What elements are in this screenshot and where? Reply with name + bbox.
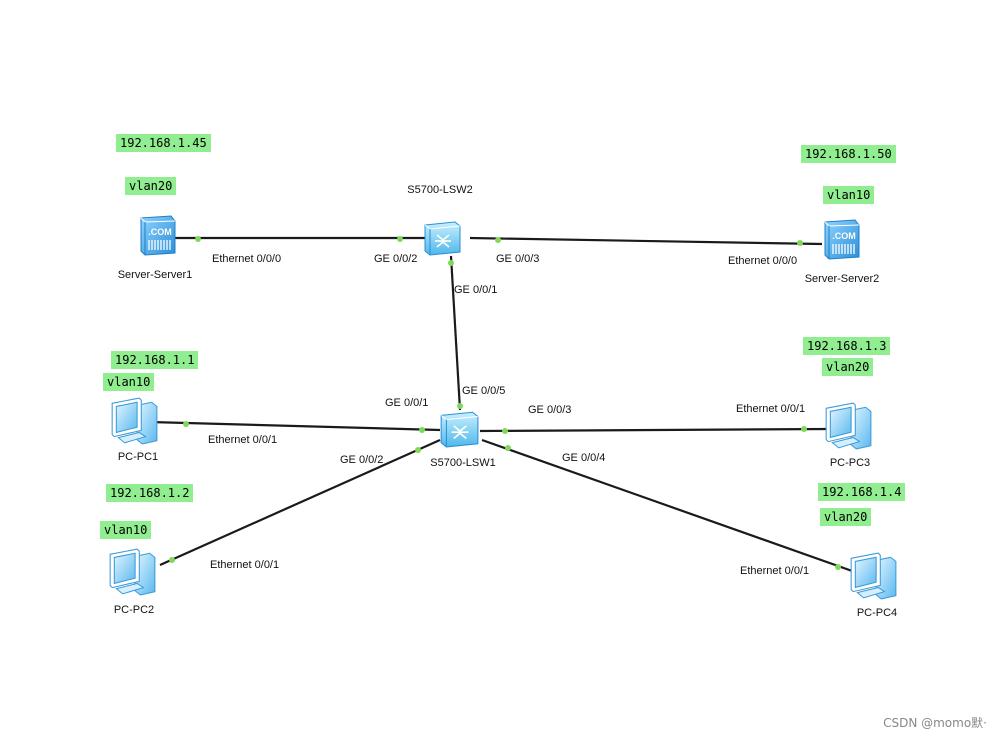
port-dot [495, 237, 501, 243]
port-dot [457, 403, 463, 409]
port-dot [183, 421, 189, 427]
port-dot [801, 426, 807, 432]
link-lsw1-pc3[interactable] [479, 427, 831, 433]
device-lsw1[interactable]: S5700-LSW1 [430, 411, 496, 469]
port-label: GE 0/0/1 [454, 284, 497, 296]
ip-tag-pc2: 192.168.1.2 [106, 484, 194, 502]
links [149, 236, 856, 574]
ip-tag-server2: 192.168.1.50 [801, 145, 896, 163]
watermark: CSDN @momo默· [883, 716, 987, 730]
port-label: Ethernet 0/0/0 [212, 253, 281, 265]
port-label: GE 0/0/2 [374, 253, 417, 265]
vlan-tag-pc2: vlan10 [100, 521, 152, 539]
device-pc4[interactable]: PC-PC4 [850, 552, 897, 619]
device-server2[interactable]: Server-Server2 [805, 219, 880, 285]
device-pc1[interactable]: PC-PC1 [111, 397, 158, 463]
port-dot [505, 445, 511, 451]
device-label: S5700-LSW1 [430, 457, 495, 469]
port-label: GE 0/0/5 [462, 385, 505, 397]
device-label: PC-PC3 [830, 457, 870, 469]
pc-icon [825, 402, 872, 450]
port-labels: Ethernet 0/0/0 GE 0/0/2 GE 0/0/3 Etherne… [208, 253, 809, 577]
ip-tag-pc1: 192.168.1.1 [111, 351, 199, 369]
ip-tag-pc3: 192.168.1.3 [803, 337, 891, 355]
port-dot [397, 236, 403, 242]
port-label: Ethernet 0/0/1 [736, 403, 805, 415]
pc-icon [850, 552, 897, 600]
port-label: Ethernet 0/0/1 [210, 559, 279, 571]
port-label: Ethernet 0/0/1 [740, 565, 809, 577]
server-icon [140, 215, 176, 256]
pc-icon [111, 397, 158, 445]
port-dots [169, 236, 841, 570]
device-label: PC-PC4 [857, 607, 897, 619]
port-dot [195, 236, 201, 242]
vlan-tag-pc4: vlan20 [820, 508, 872, 526]
device-label: PC-PC2 [114, 604, 154, 616]
link-pc1-lsw1[interactable] [149, 420, 441, 432]
port-label: Ethernet 0/0/0 [728, 255, 797, 267]
link-lsw2-lsw1[interactable] [449, 255, 462, 411]
device-server1[interactable]: Server-Server1 [118, 215, 193, 281]
switch-icon [440, 411, 479, 448]
ip-tag-server1: 192.168.1.45 [116, 134, 211, 152]
link-lsw1-pc4[interactable] [481, 438, 856, 574]
link-lsw2-server2[interactable] [469, 236, 823, 246]
port-dot [502, 428, 508, 434]
pc-icon [109, 548, 156, 596]
port-dot [448, 260, 454, 266]
device-label: Server-Server1 [118, 269, 193, 281]
vlan-tag-pc1: vlan10 [103, 373, 155, 391]
device-label: Server-Server2 [805, 273, 880, 285]
vlan-tag-server2: vlan10 [823, 186, 875, 204]
port-label: GE 0/0/2 [340, 454, 383, 466]
vlan-tag-pc3: vlan20 [822, 358, 874, 376]
port-dot [835, 564, 841, 570]
port-label: GE 0/0/1 [385, 397, 428, 409]
port-label: GE 0/0/3 [496, 253, 539, 265]
port-dot [797, 240, 803, 246]
port-label: GE 0/0/3 [528, 404, 571, 416]
vlan-tag-server1: vlan20 [125, 177, 177, 195]
switch-icon [424, 221, 461, 256]
ip-tag-pc4: 192.168.1.4 [818, 483, 906, 501]
device-lsw2[interactable]: S5700-LSW2 [407, 184, 473, 256]
device-pc3[interactable]: PC-PC3 [825, 402, 872, 469]
link-pc2-lsw1[interactable] [159, 438, 441, 567]
device-pc2[interactable]: PC-PC2 [109, 548, 156, 616]
device-label: S5700-LSW2 [407, 184, 472, 196]
port-dot [169, 557, 175, 563]
port-label: GE 0/0/4 [562, 452, 605, 464]
port-dot [415, 447, 421, 453]
port-label: Ethernet 0/0/1 [208, 434, 277, 446]
port-dot [419, 427, 425, 433]
server-icon [824, 219, 860, 260]
device-label: PC-PC1 [118, 451, 158, 463]
